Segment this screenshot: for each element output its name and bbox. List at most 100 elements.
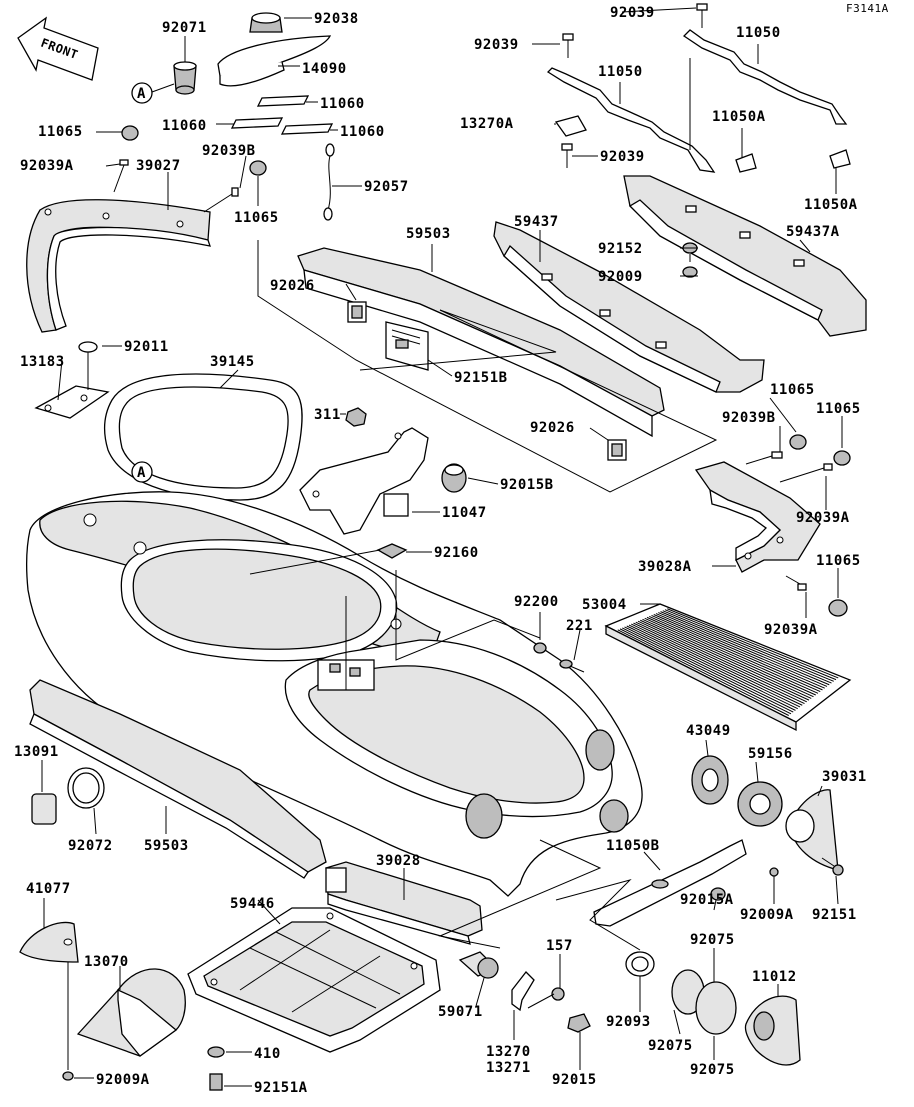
callout-92039A-b: 92039A bbox=[796, 510, 850, 526]
bolt-92039A-c bbox=[785, 575, 807, 591]
gasket-43049 bbox=[691, 755, 729, 805]
bolt-157 bbox=[527, 987, 565, 1009]
callout-92093: 92093 bbox=[606, 1014, 651, 1030]
hull-region-outlines bbox=[257, 240, 718, 951]
callout-41077: 41077 bbox=[26, 881, 71, 897]
callout-11060-b: 11060 bbox=[162, 118, 207, 134]
bracket-11050A-b bbox=[829, 149, 851, 169]
clip-13270A bbox=[554, 115, 587, 137]
bolt-92151A bbox=[209, 1073, 223, 1091]
callout-92009: 92009 bbox=[598, 269, 643, 285]
callout-53004: 53004 bbox=[582, 597, 627, 613]
rail-11050-lower bbox=[546, 67, 716, 173]
callout-157: 157 bbox=[546, 938, 573, 954]
grommet-92015A bbox=[710, 887, 726, 901]
fitting-59071 bbox=[458, 951, 499, 979]
callout-59437A: 59437A bbox=[786, 224, 840, 240]
mat-rib bbox=[637, 620, 810, 701]
bracket-11047 bbox=[299, 427, 429, 535]
callout-11060-a: 11060 bbox=[320, 96, 365, 112]
figure-code: F3141A bbox=[846, 2, 889, 15]
callout-39031: 39031 bbox=[822, 769, 867, 785]
mat-rib bbox=[660, 611, 832, 684]
cap-11065-a bbox=[121, 125, 139, 141]
callout-59446: 59446 bbox=[230, 896, 275, 912]
callout-92075-c: 92075 bbox=[690, 1062, 735, 1078]
ref-marker-text: A bbox=[137, 86, 146, 102]
pad-14090 bbox=[217, 35, 332, 87]
nut-311 bbox=[345, 407, 367, 427]
mat-rib bbox=[642, 618, 814, 698]
callout-92026-a: 92026 bbox=[270, 278, 315, 294]
callout-11065-b: 11065 bbox=[234, 210, 279, 226]
callout-11065-e: 11065 bbox=[816, 553, 861, 569]
rail-11050-upper bbox=[682, 29, 848, 125]
cap-11065-e bbox=[828, 599, 848, 617]
callout-11050A-b: 11050A bbox=[804, 197, 858, 213]
callout-11065-d: 11065 bbox=[816, 401, 861, 417]
housing-59156 bbox=[737, 781, 783, 827]
screw-221 bbox=[559, 659, 585, 673]
grommet-92026-a bbox=[347, 301, 367, 323]
callout-11012: 11012 bbox=[752, 969, 797, 985]
callout-59503-a: 59503 bbox=[406, 226, 451, 242]
callout-92151: 92151 bbox=[812, 907, 857, 923]
callout-11047: 11047 bbox=[442, 505, 487, 521]
grommet-92160 bbox=[376, 543, 408, 559]
callout-92039A-a: 92039A bbox=[20, 158, 74, 174]
callout-11050-b: 11050 bbox=[598, 64, 643, 80]
mat-53004 bbox=[604, 603, 852, 732]
callout-221: 221 bbox=[566, 618, 593, 634]
bolt-92009A-b bbox=[62, 962, 74, 1081]
callout-13270: 13270 bbox=[486, 1044, 531, 1060]
callout-13271: 13271 bbox=[486, 1060, 531, 1076]
cap-11065-d bbox=[833, 450, 851, 466]
mat-rib bbox=[662, 610, 834, 682]
rail-59437 bbox=[493, 221, 765, 393]
callout-92160: 92160 bbox=[434, 545, 479, 561]
mat-rib bbox=[644, 617, 816, 696]
mat-rib bbox=[619, 628, 792, 715]
mat-rib bbox=[651, 615, 823, 691]
cap-92071 bbox=[173, 61, 197, 95]
callout-11050-a: 11050 bbox=[736, 25, 781, 41]
hull-body bbox=[26, 491, 643, 897]
deck-cover-59503-lower bbox=[29, 679, 327, 879]
callout-92075-b: 92075 bbox=[648, 1038, 693, 1054]
cap-13091 bbox=[31, 793, 57, 825]
mat-rib bbox=[646, 616, 819, 694]
mat-rib bbox=[633, 622, 805, 704]
mat-rib bbox=[622, 627, 794, 713]
callout-92200: 92200 bbox=[514, 594, 559, 610]
bolt-92011 bbox=[78, 341, 98, 390]
bumper-92075-b bbox=[695, 981, 737, 1035]
callout-92038: 92038 bbox=[314, 11, 359, 27]
grab-rail-39027 bbox=[26, 199, 211, 333]
plug-92038 bbox=[249, 12, 283, 33]
callout-13270A: 13270A bbox=[460, 116, 514, 132]
callout-92071: 92071 bbox=[162, 20, 207, 36]
callout-92151B: 92151B bbox=[454, 370, 508, 386]
callout-59503-b: 59503 bbox=[144, 838, 189, 854]
bolt-92039A-a bbox=[113, 159, 129, 193]
mat-rib bbox=[653, 614, 825, 689]
mat-rib bbox=[626, 625, 798, 710]
cover-41077 bbox=[19, 921, 79, 963]
callout-92039-a: 92039 bbox=[610, 5, 655, 21]
mat-rib bbox=[640, 619, 812, 699]
washer-92200 bbox=[533, 642, 547, 654]
bolt-92009A-a bbox=[769, 867, 779, 877]
guard-11012 bbox=[744, 995, 801, 1066]
clamp-92072 bbox=[67, 767, 105, 809]
bolt-92039-top bbox=[696, 3, 708, 28]
callout-13183: 13183 bbox=[20, 354, 65, 370]
ref-marker-text: A bbox=[137, 465, 146, 481]
callout-92039B-a: 92039B bbox=[202, 143, 256, 159]
callout-11050B: 11050B bbox=[606, 838, 660, 854]
bracket-13270 bbox=[511, 971, 535, 1012]
callout-92057: 92057 bbox=[364, 179, 409, 195]
deck-cover-59503-top bbox=[297, 247, 665, 438]
bolt-92039-left bbox=[562, 33, 574, 58]
mat-rib bbox=[631, 623, 803, 706]
